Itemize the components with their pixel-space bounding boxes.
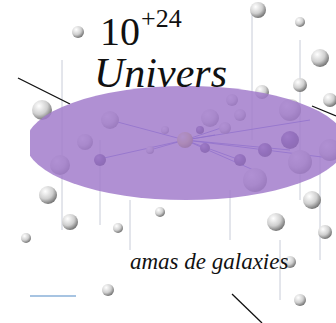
galaxy-sphere bbox=[318, 225, 332, 239]
galaxy-sphere bbox=[113, 223, 123, 233]
galaxy-sphere bbox=[155, 207, 165, 217]
scale-bar bbox=[30, 295, 76, 297]
galaxy-sphere bbox=[72, 26, 84, 38]
galaxy-sphere bbox=[294, 294, 306, 306]
cluster-region: amas de galaxies bbox=[30, 86, 336, 280]
galaxy-sphere bbox=[250, 2, 266, 18]
galaxy-sphere bbox=[21, 233, 31, 243]
scale-title: Univers bbox=[94, 52, 227, 94]
galaxy-sphere bbox=[323, 93, 336, 107]
galaxy-sphere bbox=[62, 214, 78, 230]
power-exponent: +24 bbox=[141, 6, 182, 32]
ellipse-fill bbox=[30, 86, 336, 200]
galaxy-sphere bbox=[295, 17, 305, 27]
galaxy-sphere bbox=[311, 49, 329, 67]
galaxy-sphere bbox=[293, 78, 307, 92]
region-caption: amas de galaxies bbox=[130, 250, 288, 273]
galaxy-sphere bbox=[102, 284, 114, 296]
power-base: 10 bbox=[100, 12, 140, 52]
galaxy-sphere bbox=[303, 191, 321, 209]
galaxy-sphere bbox=[267, 213, 285, 231]
galaxy-sphere bbox=[39, 186, 57, 204]
